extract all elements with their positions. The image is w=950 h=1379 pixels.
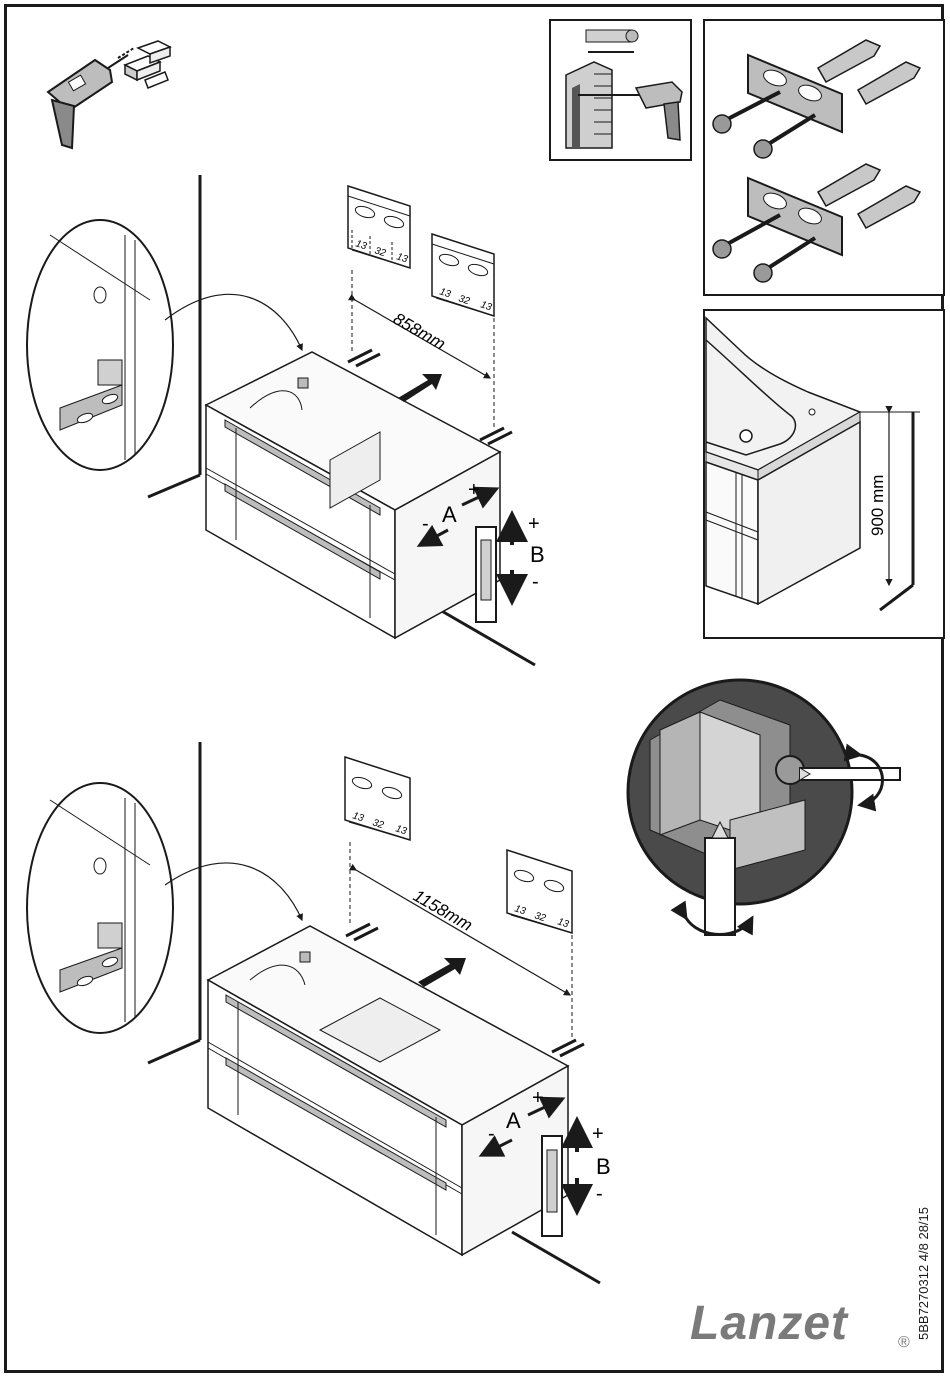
adjust-detail-circle <box>628 680 900 935</box>
adjust-a-label-top: A <box>442 502 457 527</box>
width-label-bottom: 1158mm <box>410 886 476 935</box>
height-label: 900 mm <box>868 475 887 536</box>
rail-right-top: 13 32 13 <box>432 234 494 316</box>
rail-right-bottom: 13 32 13 <box>507 850 572 933</box>
adjust-b-label-bottom: B <box>596 1154 611 1179</box>
rail-left-top: 13 32 13 <box>348 186 410 268</box>
cabinet-bottom <box>208 926 568 1255</box>
drilling-inset <box>550 20 691 160</box>
top-assembly: 13 32 13 13 32 13 858mm <box>27 175 545 665</box>
document-reference: 5BB7270312 4/8 28/15 <box>916 1207 931 1340</box>
adjust-b-plus-top: + <box>528 513 540 535</box>
bracket-screws-panel <box>704 20 944 295</box>
adjust-b-minus-bottom: - <box>596 1183 603 1205</box>
drill-brick-icon <box>48 41 170 148</box>
adjust-a-minus-top: - <box>422 513 429 535</box>
adjust-a-label-bottom: A <box>506 1108 521 1133</box>
width-label-top: 858mm <box>390 309 449 354</box>
adjust-b-label-top: B <box>530 542 545 567</box>
cabinet-top <box>206 352 500 638</box>
brand-logo: Lanzet <box>690 1296 848 1351</box>
height-panel: 900 mm <box>704 310 944 638</box>
bottom-assembly: 13 32 13 13 32 13 1158mm <box>27 742 611 1283</box>
rail-left-bottom: 13 32 13 <box>345 757 410 840</box>
adjust-a-plus-bottom: + <box>532 1087 544 1109</box>
adjust-b-minus-top: - <box>532 571 539 593</box>
adjust-b-plus-bottom: + <box>592 1123 604 1145</box>
adjust-a-plus-top: + <box>468 479 480 501</box>
registered-mark: ® <box>898 1334 910 1352</box>
adjust-a-minus-bottom: - <box>488 1123 495 1145</box>
